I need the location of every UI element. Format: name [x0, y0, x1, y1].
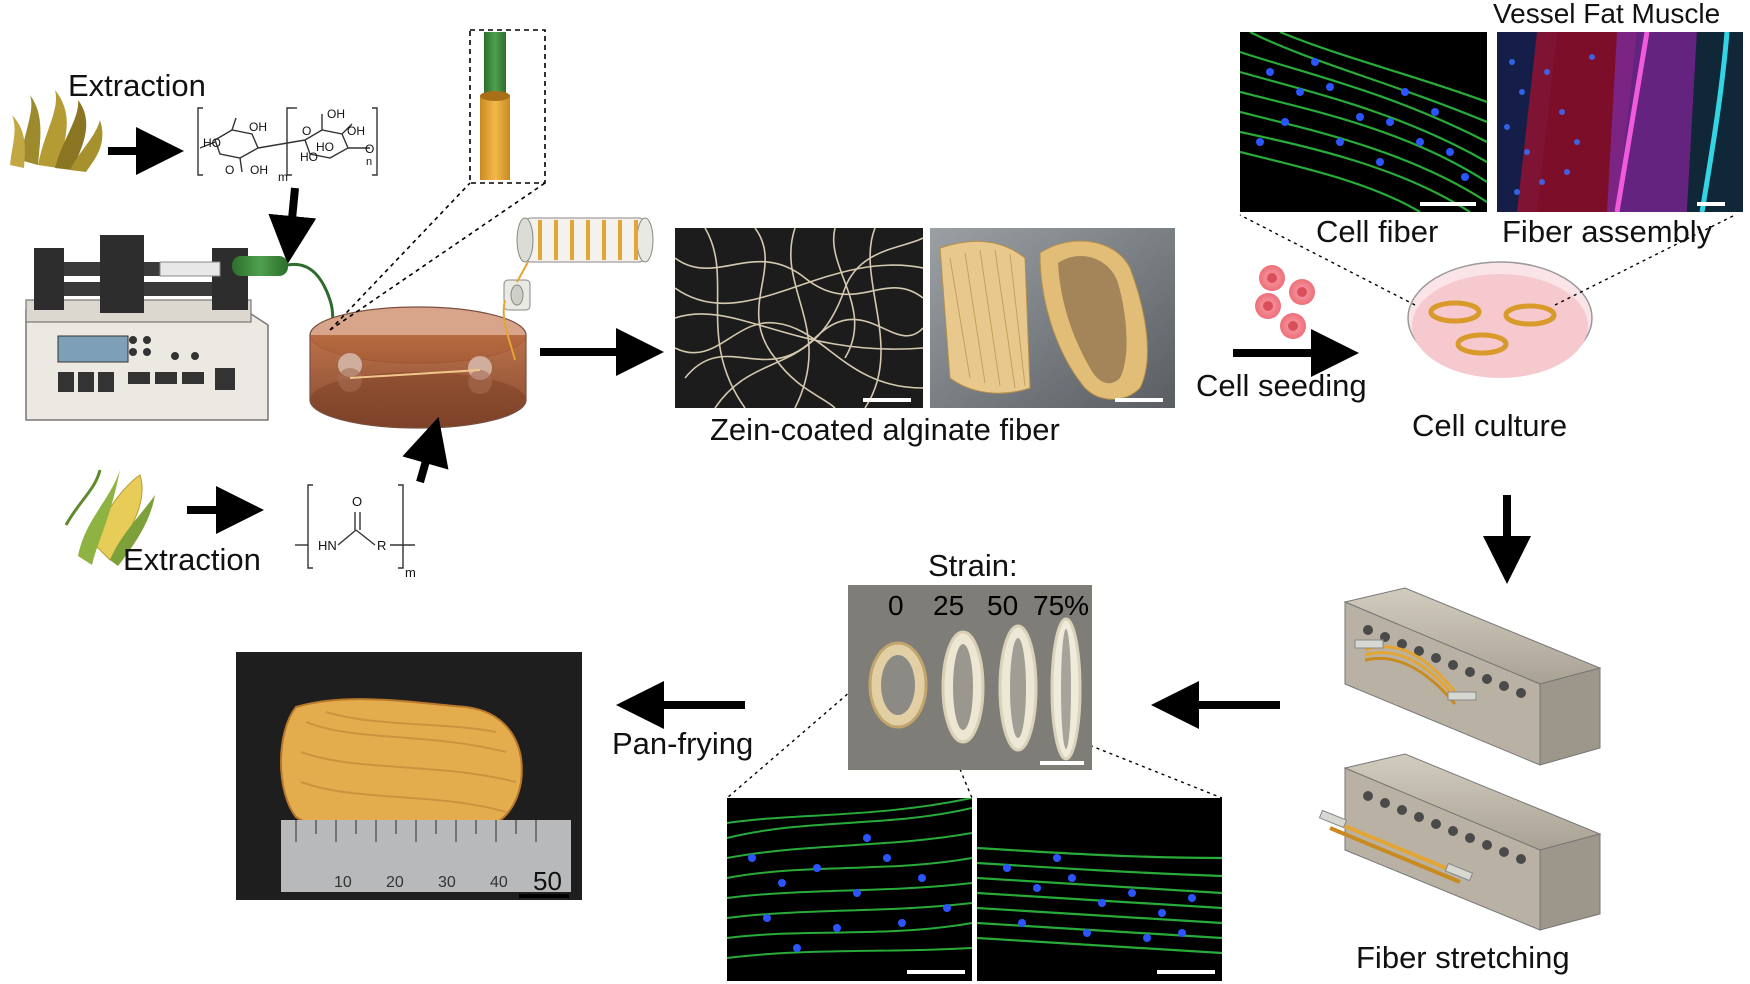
vessel-fat-muscle-label: Vessel Fat Muscle: [1493, 0, 1721, 29]
strain-value-75: 75%: [1033, 590, 1090, 621]
ruler-label-10: 10: [334, 874, 352, 891]
chem-a-n: n: [366, 156, 373, 168]
chem-a-ho3: HO: [316, 140, 334, 154]
alginate-structure: [197, 107, 378, 176]
cell-culture-label: Cell culture: [1412, 408, 1568, 443]
pan-fried-photo: 10 20 30 40 50: [236, 652, 582, 900]
syringe-pump: [25, 235, 288, 421]
chem-a-oh4: OH: [327, 107, 345, 121]
corn-icon: [64, 469, 155, 566]
chem-a-o1: O: [225, 163, 235, 177]
strain-value-0: 0: [888, 590, 904, 621]
extraction-bottom-label: Extraction: [123, 542, 261, 577]
fiber-tangle-photo: [675, 228, 923, 408]
chem-a-o2: O: [302, 124, 312, 138]
chem-z-hn: HN: [318, 538, 337, 553]
zoom-line-a: [329, 182, 471, 331]
extraction-top-label: Extraction: [68, 68, 206, 103]
strain-micrograph-left: [727, 798, 972, 981]
fiber-bundle-photo: [930, 228, 1175, 408]
strain-micrograph-right: [977, 798, 1222, 981]
cell-fiber-micrograph: [1240, 32, 1487, 212]
chem-z-o: O: [352, 494, 363, 509]
strain-photo: [848, 585, 1092, 770]
petri-dish: [1407, 261, 1593, 378]
chem-a-m: m: [278, 170, 288, 184]
chem-a-o3: O: [365, 142, 375, 156]
zoom-line-b: [329, 182, 546, 331]
chem-a-oh3: OH: [250, 163, 268, 177]
strain-value-25: 25: [933, 590, 965, 621]
ruler-label-20: 20: [386, 874, 404, 891]
zoom-strain-a: [726, 684, 859, 799]
chem-a-ho2: HO: [300, 150, 318, 164]
fiber-assembly-label: Fiber assembly: [1502, 214, 1713, 249]
chem-a-oh2: OH: [347, 124, 365, 138]
ruler-label-30: 30: [438, 874, 456, 891]
strain-value-50: 50: [987, 590, 1019, 621]
stretch-device-top: [1343, 587, 1602, 766]
cell-fiber-label: Cell fiber: [1316, 214, 1439, 249]
zoom-cell-fiber: [1239, 214, 1416, 306]
fiber-detail-inset: [469, 29, 546, 184]
zoom-assembly: [1554, 214, 1736, 306]
fiber-stretching-label: Fiber stretching: [1356, 940, 1570, 975]
chem-a-ho1: HO: [203, 136, 221, 150]
fiber-assembly-micrograph: [1497, 32, 1743, 212]
coagulation-bath: [309, 306, 527, 429]
stretch-device-bottom: [1318, 753, 1602, 931]
chem-a-oh1: OH: [249, 120, 267, 134]
seaweed-icon: [10, 90, 103, 172]
strain-label: Strain:: [928, 548, 1018, 583]
cell-seeding-label: Cell seeding: [1196, 368, 1367, 403]
chem-z-r: R: [377, 538, 387, 553]
zein-fiber-label: Zein-coated alginate fiber: [710, 412, 1060, 447]
chem-z-m: m: [405, 565, 416, 580]
ruler-label-50: 50: [533, 866, 562, 896]
zein-structure: [295, 484, 415, 569]
cells-icon: [1255, 265, 1315, 339]
pan-frying-label: Pan-frying: [612, 726, 754, 761]
arrow-alginate-down: [268, 187, 317, 264]
fiber-spool: [502, 217, 654, 361]
arrow-zein-up: [402, 416, 449, 484]
ruler-label-40: 40: [490, 874, 508, 891]
